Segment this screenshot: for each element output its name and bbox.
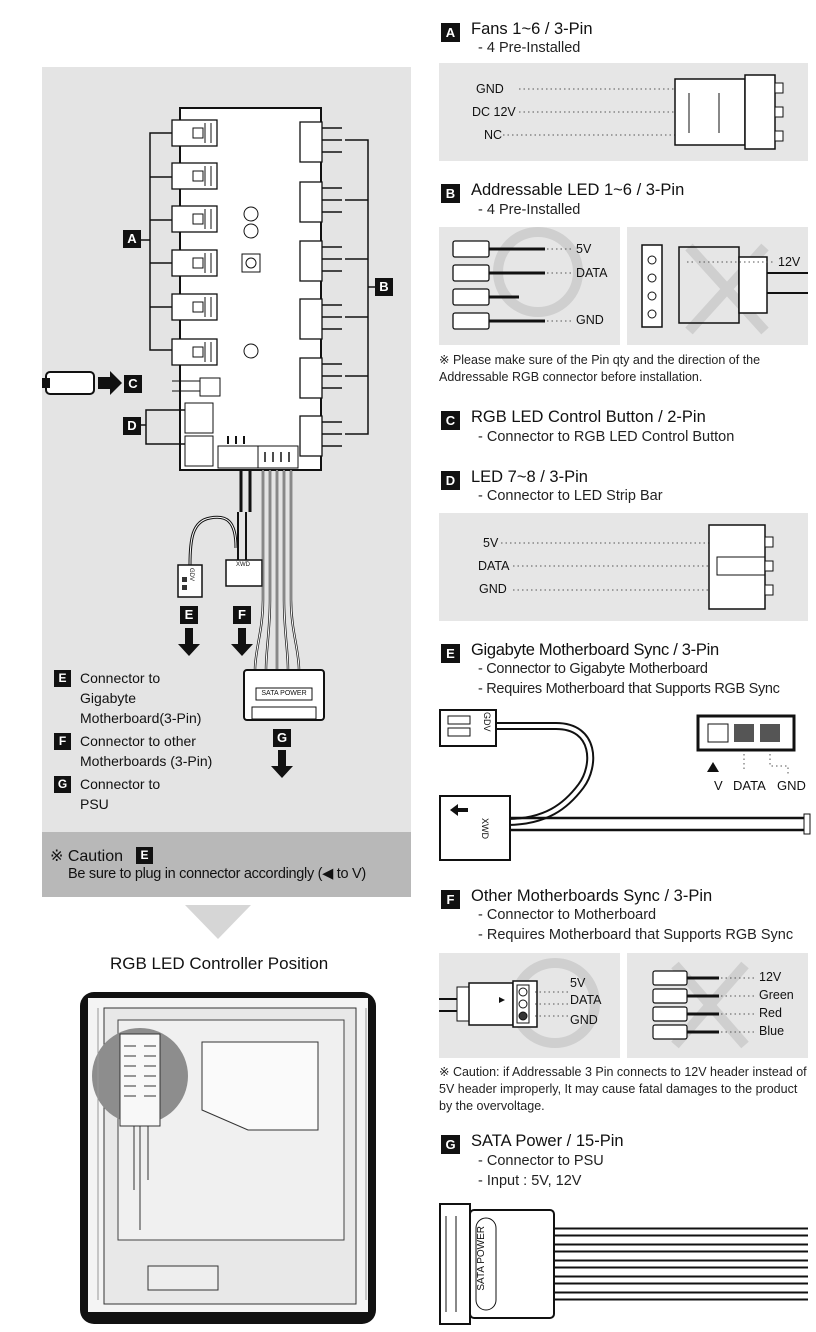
legend-text-g: Connector to PSU (80, 776, 161, 812)
section-g-sub2: - Input : 5V, 12V (478, 1173, 582, 1189)
section-g-title: SATA Power / 15-Pin (471, 1132, 624, 1150)
section-d-sub: - Connector to LED Strip Bar (478, 488, 663, 504)
xwd-text: XWD (480, 818, 490, 839)
section-f-title: Other Motherboards Sync / 3-Pin (471, 887, 713, 905)
sata-plug-text: SATA POWER (261, 690, 307, 697)
gdv-plug-text: GDV (188, 568, 194, 582)
diagram-label-b: B (375, 278, 393, 296)
diagram-label-f: F (233, 606, 251, 624)
other-sync-connector-drawing (439, 958, 755, 1049)
argb-pin-gnd: GND (576, 313, 604, 327)
section-g-sub1: - Connector to PSU (478, 1153, 604, 1169)
diagram-label-c: C (124, 375, 142, 393)
sata-text: SATA POWER (476, 1226, 487, 1291)
caution-badge: E (136, 847, 153, 864)
led-pin-gnd: GND (479, 582, 507, 596)
caution-text: Be sure to plug in connector accordingly… (68, 866, 366, 882)
sync-pin-gnd: GND (777, 778, 806, 793)
xwd-plug-text: XWD (236, 562, 250, 568)
section-c-badge: C (441, 411, 460, 430)
section-f-sub1: - Connector to Motherboard (478, 907, 657, 923)
sync-pin-v: V (714, 778, 723, 793)
legend-text-f: Connector to other Motherboards (3-Pin) (80, 733, 213, 769)
diagram-label-g: G (273, 729, 291, 747)
diagram-label-a: A (123, 230, 141, 248)
caution-title: ※ Caution (50, 848, 123, 865)
rgb-pin-red: Red (759, 1006, 782, 1020)
caution-box (42, 832, 411, 897)
diagram-label-e: E (180, 606, 198, 624)
legend-badge-f: F (54, 733, 71, 750)
argb-pin-5v: 5V (576, 242, 592, 256)
section-d-badge: D (441, 471, 460, 490)
section-e-title: Gigabyte Motherboard Sync / 3-Pin (471, 641, 719, 659)
section-f-badge: F (441, 890, 460, 909)
controller-board-diagram (42, 107, 376, 778)
rgb-pin-blue: Blue (759, 1024, 785, 1038)
argb-connector-drawing (452, 227, 808, 335)
section-f-note: ※ Caution: if Addressable 3 Pin connects… (439, 1065, 807, 1113)
sync-pin-data: DATA (733, 778, 766, 793)
section-a-sub: - 4 Pre-Installed (478, 40, 581, 56)
led-pin-data: DATA (478, 559, 510, 573)
legend-text-e: Connector to Gigabyte Motherboard(3-Pin) (80, 670, 202, 726)
position-title: RGB LED Controller Position (110, 954, 329, 973)
other-pin-5v: 5V (570, 976, 586, 990)
section-b-title: Addressable LED 1~6 / 3-Pin (471, 181, 685, 199)
section-c-title: RGB LED Control Button / 2-Pin (471, 408, 706, 426)
case-position-image (80, 992, 376, 1324)
argb-pin-data: DATA (576, 266, 608, 280)
section-b-sub: - 4 Pre-Installed (478, 202, 581, 218)
fan-connector-drawing (503, 74, 784, 150)
rgb-pin-12v: 12V (759, 970, 782, 984)
section-a-title: Fans 1~6 / 3-Pin (471, 20, 593, 38)
section-f-sub2: - Requires Motherboard that Supports RGB… (478, 927, 794, 943)
section-g-badge: G (441, 1135, 460, 1154)
legend-badge-g: G (54, 776, 71, 793)
other-pin-data: DATA (570, 993, 602, 1007)
section-a-badge: A (441, 23, 460, 42)
down-chevron-icon (185, 905, 251, 939)
fan-pin-12v: DC 12V (472, 105, 516, 119)
rgb-pin-green: Green (759, 988, 794, 1002)
section-c-sub: - Connector to RGB LED Control Button (478, 429, 735, 445)
gdv-text: GDV (482, 712, 492, 732)
led-strip-connector-drawing (501, 524, 774, 610)
fan-pin-nc: NC (484, 128, 503, 142)
section-b-badge: B (441, 184, 460, 203)
gigabyte-sync-cable-drawing (439, 709, 811, 861)
section-e-badge: E (441, 644, 460, 663)
led-pin-5v: 5V (483, 536, 499, 550)
legend-badge-e: E (54, 670, 71, 687)
section-d-title: LED 7~8 / 3-Pin (471, 468, 588, 486)
section-b-note: ※ Please make sure of the Pin qty and th… (439, 353, 761, 384)
sata-power-cable-drawing (439, 1203, 808, 1325)
other-pin-gnd: GND (570, 1013, 598, 1027)
argb-pin-12v: 12V (778, 255, 801, 269)
diagram-label-d: D (123, 417, 141, 435)
section-e-sub2: - Requires Motherboard that Supports RGB… (478, 681, 780, 697)
section-e-sub1: - Connector to Gigabyte Motherboard (478, 661, 708, 677)
fan-pin-gnd: GND (476, 82, 504, 96)
